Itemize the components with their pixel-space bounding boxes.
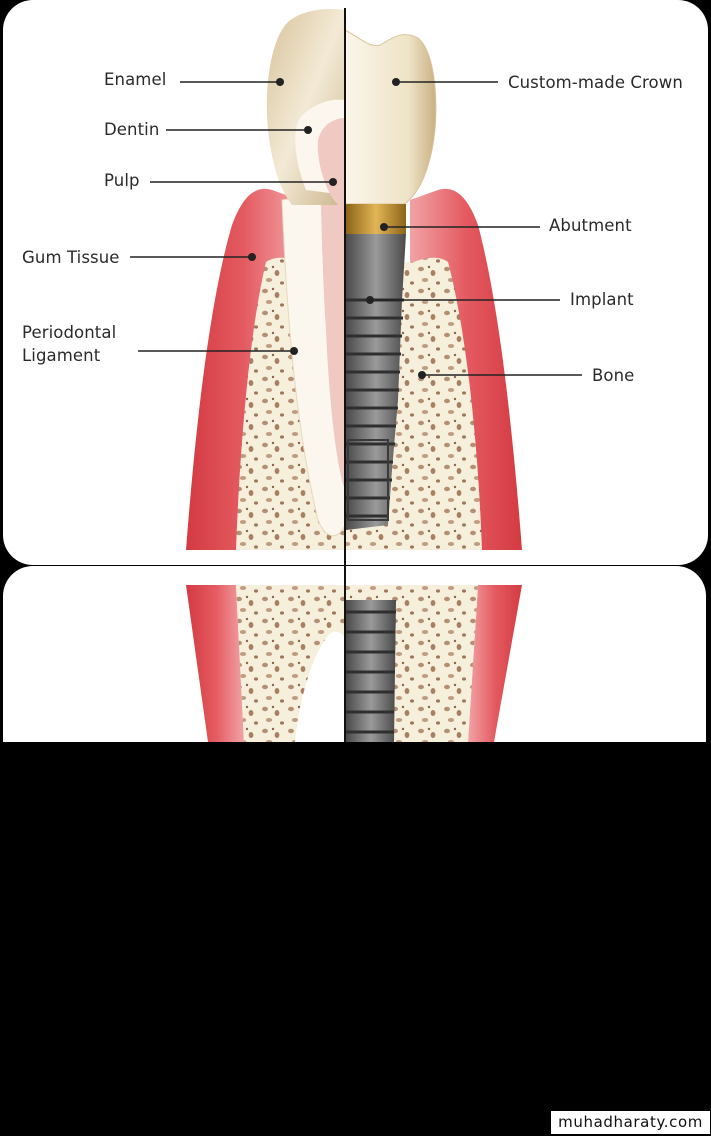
label-gum-tissue: Gum Tissue (22, 248, 120, 267)
implant-groove (347, 439, 389, 521)
label-abutment: Abutment (549, 216, 632, 235)
root-tip-space (295, 631, 345, 742)
gum-tissue-left-lower (186, 585, 244, 742)
leader-lines (130, 81, 582, 376)
custom-crown (344, 29, 437, 205)
top-cross-section (186, 9, 522, 550)
label-pulp: Pulp (104, 171, 140, 190)
gum-tissue-right-lower (468, 585, 522, 742)
pulp-horn (317, 118, 345, 210)
watermark: muhadharaty.com (551, 1111, 710, 1134)
leader-dots (248, 78, 426, 379)
bottom-cross-section (186, 585, 522, 742)
label-custom-crown: Custom-made Crown (508, 73, 683, 92)
label-dentin: Dentin (104, 120, 160, 139)
label-bone: Bone (592, 366, 635, 385)
tooth-implant-illustration (130, 8, 582, 742)
implant-body (346, 234, 406, 530)
abutment-part (346, 204, 406, 234)
pulp-chamber (318, 128, 345, 491)
label-enamel: Enamel (104, 70, 167, 89)
label-periodontal-ligament: Periodontal Ligament (22, 323, 117, 365)
implant-threads-lower (346, 610, 396, 734)
implant-threads (346, 298, 404, 518)
label-implant: Implant (570, 290, 634, 309)
